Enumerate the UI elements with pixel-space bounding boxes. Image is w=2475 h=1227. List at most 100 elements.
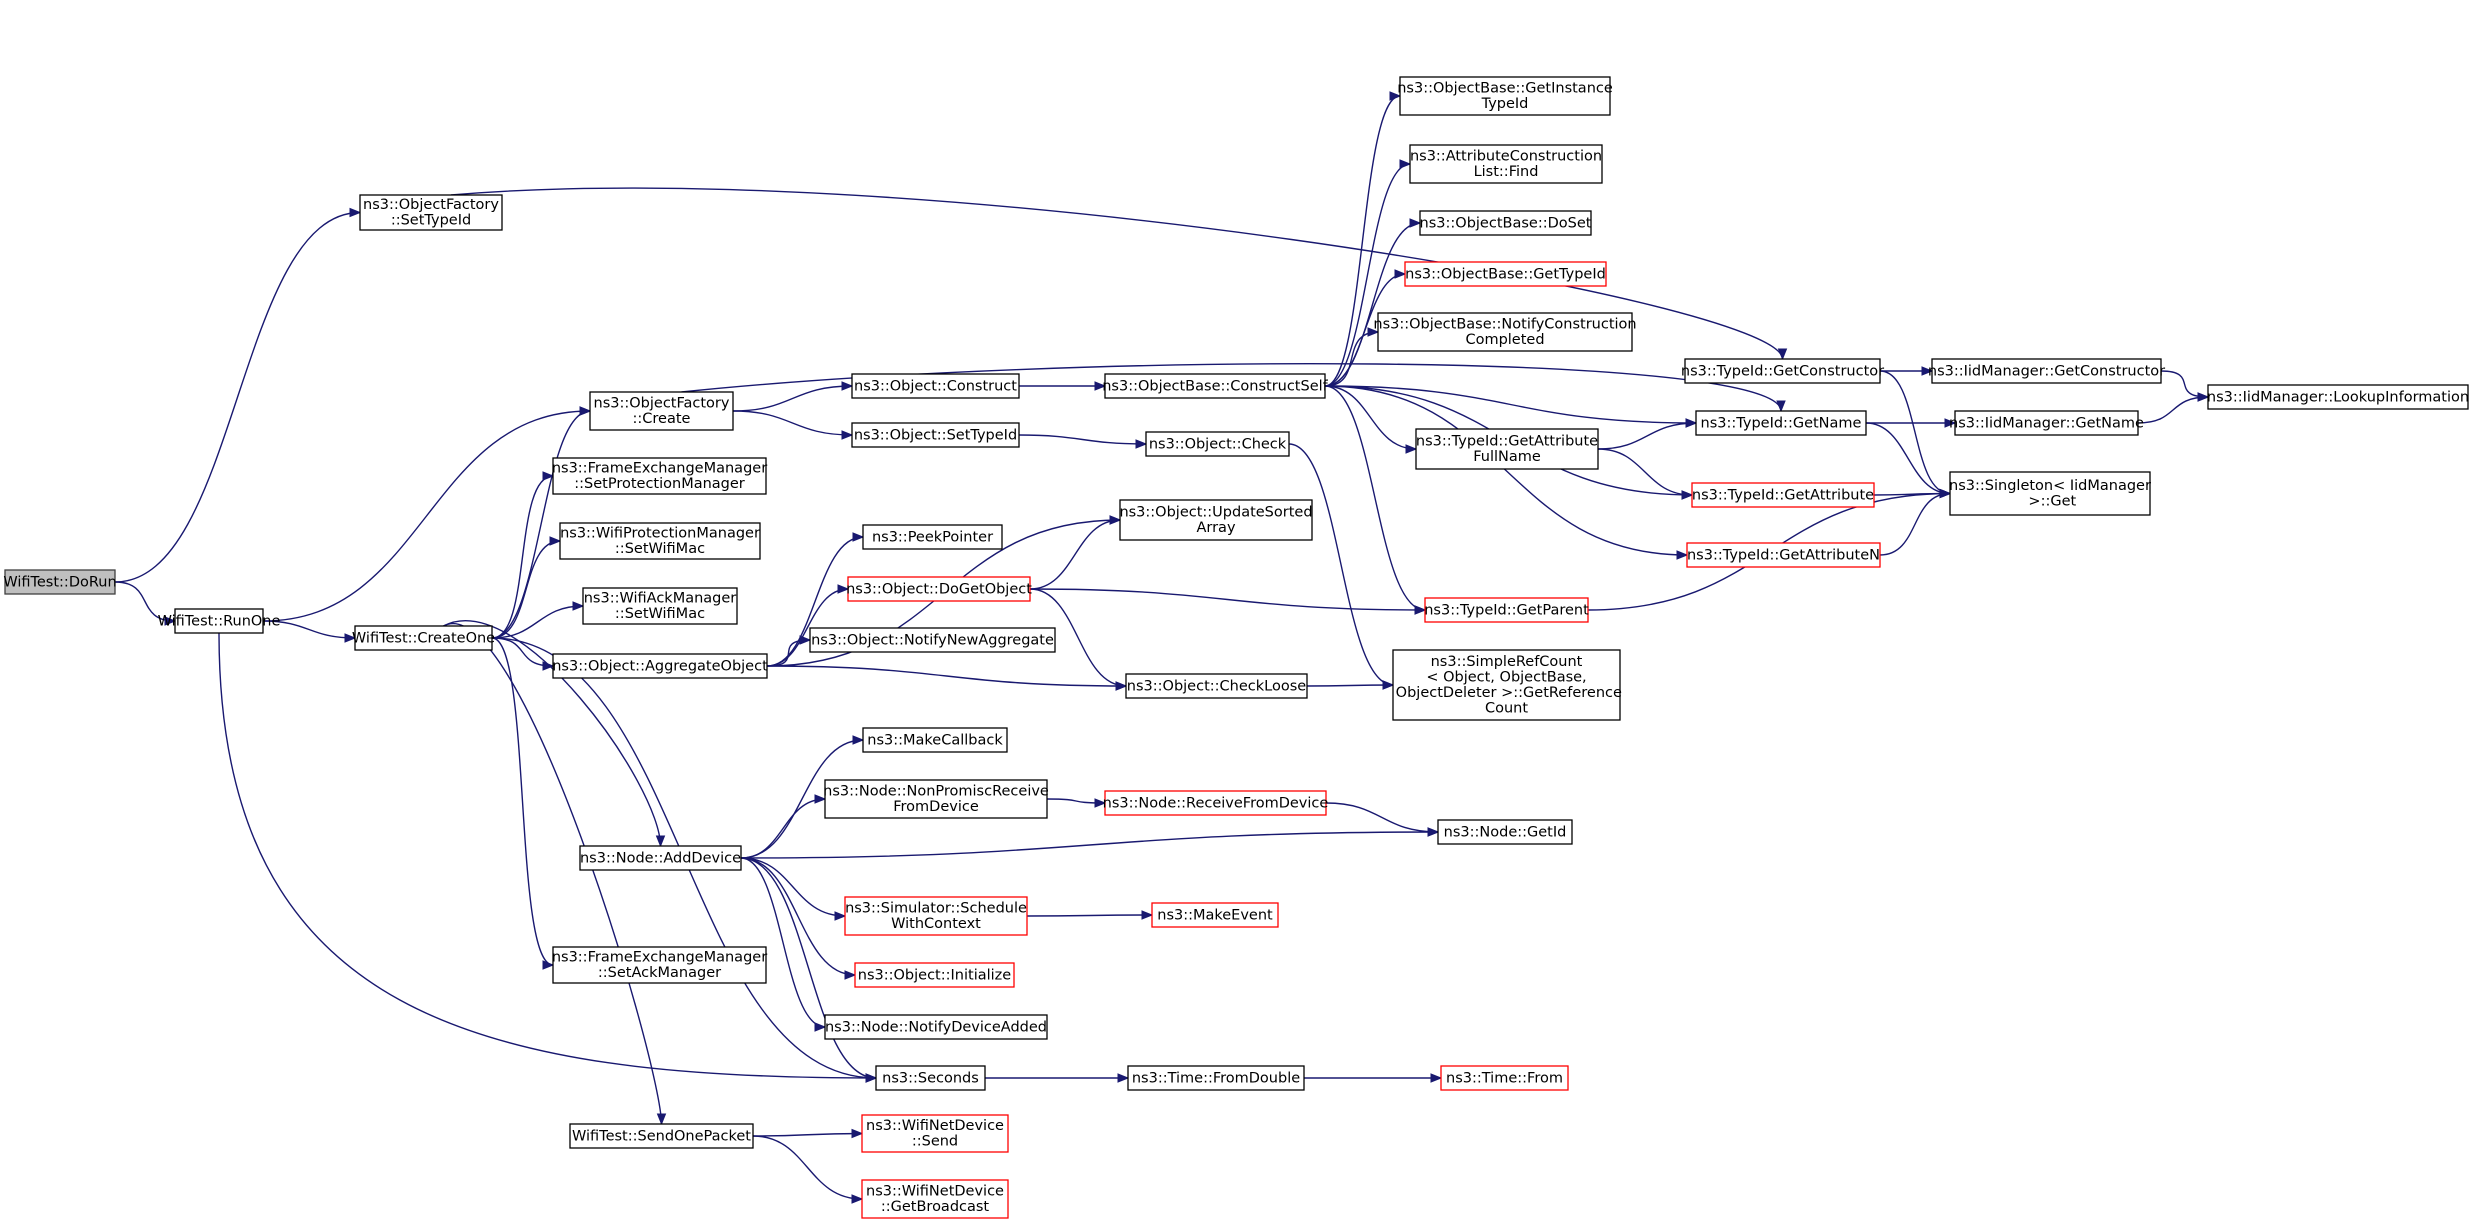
edge-createone-to-fem_setprot [491,471,555,639]
node-iid_getname[interactable]: ns3::IidManager::GetName [1949,410,2144,436]
node-initialize[interactable]: ns3::Object::Initialize [854,962,1015,988]
node-simplerefcount[interactable]: ns3::SimpleRefCount< Object, ObjectBase,… [1391,649,1622,721]
node-label: ns3::Object::AggregateObject [552,658,768,674]
node-seconds[interactable]: ns3::Seconds [875,1065,986,1091]
node-adddevice[interactable]: ns3::Node::AddDevice [579,845,742,871]
edge-constructself-to-doset [1324,218,1422,387]
node-box [824,1014,1048,1040]
node-label: ns3::Object::NotifyNewAggregate [811,632,1054,648]
node-dogetobject[interactable]: ns3::Object::DoGetObject [846,576,1032,602]
edge-arrowhead [1427,827,1440,837]
node-box [854,962,1015,988]
node-notifydevadded[interactable]: ns3::Node::NotifyDeviceAdded [824,1014,1048,1040]
node-makecallback[interactable]: ns3::MakeCallback [862,727,1008,753]
node-label: ns3::MakeCallback [867,732,1003,748]
node-getconstructor[interactable]: ns3::TypeId::GetConstructor [1681,358,1884,384]
node-box [862,727,1008,753]
node-obj_settypeid[interactable]: ns3::Object::SetTypeId [851,422,1020,448]
edge-arrowhead [837,584,850,594]
edge-arrowhead [841,430,854,440]
edge-nonpromisc-to-receivefromdevice [1046,798,1107,808]
node-iid_getconstructor[interactable]: ns3::IidManager::GetConstructor [1928,358,2165,384]
edge-line [740,857,877,1079]
node-sendone[interactable]: WifiTest::SendOnePacket [569,1123,754,1149]
edge-arrowhead [1094,381,1107,391]
node-receivefromdevice[interactable]: ns3::Node::ReceiveFromDevice [1103,790,1329,816]
node-fem_setprot[interactable]: ns3::FrameExchangeManager::SetProtection… [552,457,767,495]
node-constructself[interactable]: ns3::ObjectBase::ConstructSelf [1102,373,1329,399]
node-dorun[interactable]: WifiTest::DoRun [3,569,117,595]
node-ob_gettypeid[interactable]: ns3::ObjectBase::GetTypeId [1404,261,1607,287]
node-obj_check[interactable]: ns3::Object::Check [1145,431,1290,457]
node-label: ns3::FrameExchangeManager [552,461,767,477]
node-box [589,391,734,431]
node-notifynewagg[interactable]: ns3::Object::NotifyNewAggregate [809,627,1056,653]
node-label: ns3::Object::Initialize [858,967,1011,983]
edge-line [1865,422,1951,495]
node-wpm_setmac[interactable]: ns3::WifiProtectionManager::SetWifiMac [559,522,761,560]
node-getattribute[interactable]: ns3::TypeId::GetAttribute [1691,482,1875,508]
node-box [552,653,768,679]
edge-line [740,831,1439,859]
node-notifyconstruction[interactable]: ns3::ObjectBase::NotifyConstructionCompl… [1373,312,1637,352]
node-construct[interactable]: ns3::Object::Construct [851,373,1020,399]
edge-getattributen-to-singleton_get [1879,488,1952,556]
node-box [1931,358,2162,384]
node-box [1686,542,1881,568]
node-fromdouble[interactable]: ns3::Time::FromDouble [1127,1065,1305,1091]
edge-arrowhead [852,532,865,542]
node-label: ns3::Time::From [1446,1070,1563,1086]
node-label: ns3::Object::DoGetObject [846,581,1032,597]
node-label: ns3::Simulator::Schedule [845,901,1027,917]
node-label: ns3::ObjectFactory [363,197,499,213]
node-box [552,457,767,495]
edge-arrowhead [1776,400,1786,413]
node-getattributen[interactable]: ns3::TypeId::GetAttributeN [1686,542,1881,568]
edge-line [740,798,826,859]
node-label: ns3::TypeId::GetParent [1424,602,1589,618]
node-time_from[interactable]: ns3::Time::From [1440,1065,1569,1091]
node-peekpointer[interactable]: ns3::PeekPointer [862,524,1003,550]
node-label: ns3::ObjectBase::DoSet [1420,215,1592,231]
node-box [359,194,503,231]
edge-line [740,857,826,1028]
edge-layer [114,91,2210,1204]
node-label: ns3::Node::NotifyDeviceAdded [825,1019,1047,1035]
node-wnd_getbroadcast[interactable]: ns3::WifiNetDevice::GetBroadcast [861,1179,1009,1219]
node-getname[interactable]: ns3::TypeId::GetName [1695,410,1867,436]
node-wam_setmac[interactable]: ns3::WifiAckManager::SetWifiMac [582,587,738,625]
node-label: FullName [1473,449,1541,465]
node-iid_lookup[interactable]: ns3::IidManager::LookupInformation [2207,384,2469,410]
node-label: ns3::Object::SetTypeId [854,427,1017,443]
edge-of_create-to-obj_settypeid [732,410,854,440]
node-label: ns3::Singleton< IidManager [1949,478,2151,494]
node-doset[interactable]: ns3::ObjectBase::DoSet [1419,210,1592,236]
node-node_getid[interactable]: ns3::Node::GetId [1437,819,1573,845]
edge-line [740,857,846,917]
node-checkloose[interactable]: ns3::Object::CheckLoose [1125,673,1308,699]
node-label: ObjectDeleter >::GetReference [1391,685,1622,701]
node-getparent[interactable]: ns3::TypeId::GetParent [1424,597,1589,623]
edge-aggregate-to-notifynewagg [766,635,812,667]
edge-of_settypeid-to-getconstructor [450,187,1788,361]
node-createone[interactable]: WifiTest::CreateOne [352,625,495,651]
edge-line [1324,385,1417,450]
node-label: ns3::Time::FromDouble [1132,1070,1300,1086]
node-box [809,627,1056,653]
node-wnd_send[interactable]: ns3::WifiNetDevice::Send [861,1114,1009,1153]
node-singleton_get[interactable]: ns3::Singleton< IidManager >::Get [1949,471,2151,516]
node-aggregate[interactable]: ns3::Object::AggregateObject [552,653,768,679]
node-makeevent[interactable]: ns3::MakeEvent [1151,902,1279,928]
edge-arrowhead [344,633,357,643]
node-runone[interactable]: WifiTest::RunOne [158,608,281,634]
node-of_settypeid[interactable]: ns3::ObjectFactory::SetTypeId [359,194,503,231]
node-of_create[interactable]: ns3::ObjectFactory::Create [589,391,734,431]
edge-getname-to-iid_getname [1866,418,1957,428]
node-fem_setack[interactable]: ns3::FrameExchangeManager::SetAckManager [552,946,767,984]
